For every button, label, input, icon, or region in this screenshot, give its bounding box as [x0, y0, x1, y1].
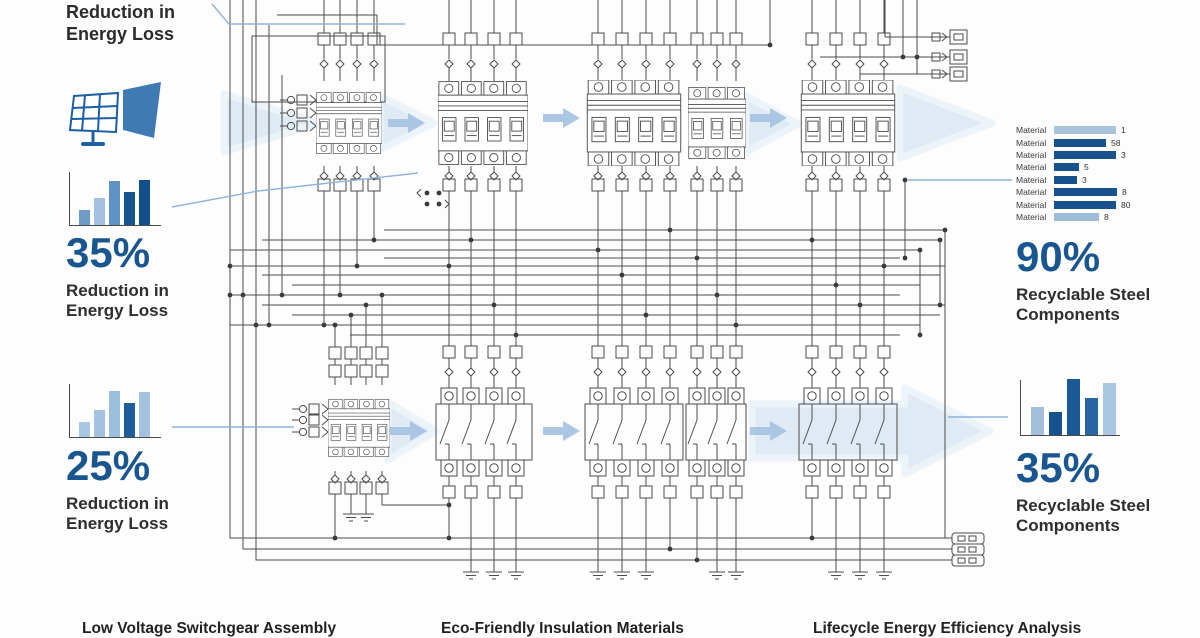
bar-chart-recyclable-bottom — [1020, 379, 1120, 436]
disconnect-switch-box — [685, 403, 747, 461]
bar — [94, 198, 105, 225]
bar — [139, 180, 150, 225]
disconnect-switch-box — [435, 403, 533, 461]
bar — [79, 422, 90, 437]
caption-center: Eco-Friendly Insulation Materials — [441, 620, 684, 637]
stat-recyclable-bottom: 35% Recyclable Steel Components — [1016, 447, 1150, 535]
bar — [1085, 398, 1098, 435]
stat-value: 90% — [1016, 233, 1101, 280]
bar — [1103, 383, 1116, 435]
stat-value: 25% — [66, 442, 151, 489]
circuit-breaker — [438, 81, 528, 165]
bar — [94, 410, 105, 437]
stat-recyclable-top: 90% Recyclable Steel Components — [1016, 236, 1150, 324]
circuit-breaker — [688, 86, 746, 160]
disconnect-switch-box — [584, 403, 684, 461]
stat-value: 35% — [1016, 444, 1101, 491]
stat-label: Recyclable Steel Components — [1016, 496, 1151, 535]
bar — [109, 391, 120, 437]
caption-right: Lifecycle Energy Efficiency Analysis — [813, 620, 1082, 637]
bar — [109, 181, 120, 225]
circuit-breaker — [586, 80, 682, 166]
stat-energy-loss-bottom: 25% Reduction in Energy Loss — [66, 445, 169, 533]
circuit-breaker — [328, 399, 390, 457]
top-partial-stat-label: Reduction in Energy Loss — [66, 2, 175, 44]
bar — [1031, 407, 1044, 435]
stat-value: 35% — [66, 229, 151, 276]
circuit-breaker — [800, 80, 896, 166]
bar — [124, 403, 135, 437]
solar-panel-icon — [68, 82, 161, 146]
bar-chart-energy-loss-bottom — [69, 384, 161, 438]
bar — [1049, 412, 1062, 435]
disconnect-switch-box — [798, 403, 898, 461]
caption-left: Low Voltage Switchgear Assembly — [82, 620, 337, 637]
bar — [124, 192, 135, 225]
bar — [1067, 379, 1080, 435]
stat-label: Reduction in Energy Loss — [66, 281, 169, 320]
stat-energy-loss-top: 35% Reduction in Energy Loss — [66, 232, 169, 320]
bar — [139, 392, 150, 437]
bar — [79, 210, 90, 225]
stat-label: Recyclable Steel Components — [1016, 285, 1151, 324]
bar-chart-energy-loss-top — [69, 172, 161, 226]
stat-label: Reduction in Energy Loss — [66, 494, 169, 533]
